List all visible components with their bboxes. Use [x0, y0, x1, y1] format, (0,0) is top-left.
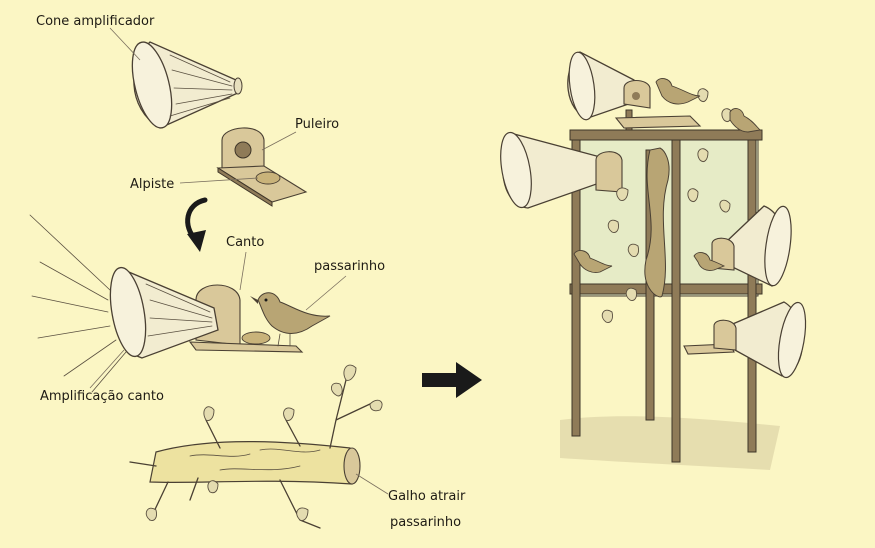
amplification-assembly	[29, 214, 304, 393]
cone-icon	[131, 41, 243, 129]
seed-icon	[255, 171, 281, 185]
label-perch: Puleiro	[295, 117, 339, 132]
label-bird: passarinho	[314, 259, 385, 274]
leader-branch	[355, 473, 389, 495]
tower-icon	[500, 51, 807, 470]
leader-amplification	[89, 349, 125, 389]
right-arrow-icon	[422, 362, 482, 398]
label-branch-line1: Galho atrair	[388, 489, 466, 504]
bird-icon	[250, 292, 331, 347]
leader-bird	[305, 275, 347, 311]
leader-seed	[179, 177, 259, 184]
leader-song	[239, 251, 247, 291]
label-branch-line2: passarinho	[390, 515, 461, 530]
arrow-icon	[185, 197, 208, 252]
leader-cone	[109, 27, 141, 61]
leader-perch	[261, 131, 297, 151]
label-song: Canto	[226, 235, 264, 250]
label-cone: Cone amplificador	[36, 14, 155, 29]
label-amplification: Amplificação canto	[40, 389, 164, 404]
label-seed: Alpiste	[130, 177, 174, 192]
branch-icon	[129, 364, 383, 529]
perch-icon	[216, 127, 308, 207]
